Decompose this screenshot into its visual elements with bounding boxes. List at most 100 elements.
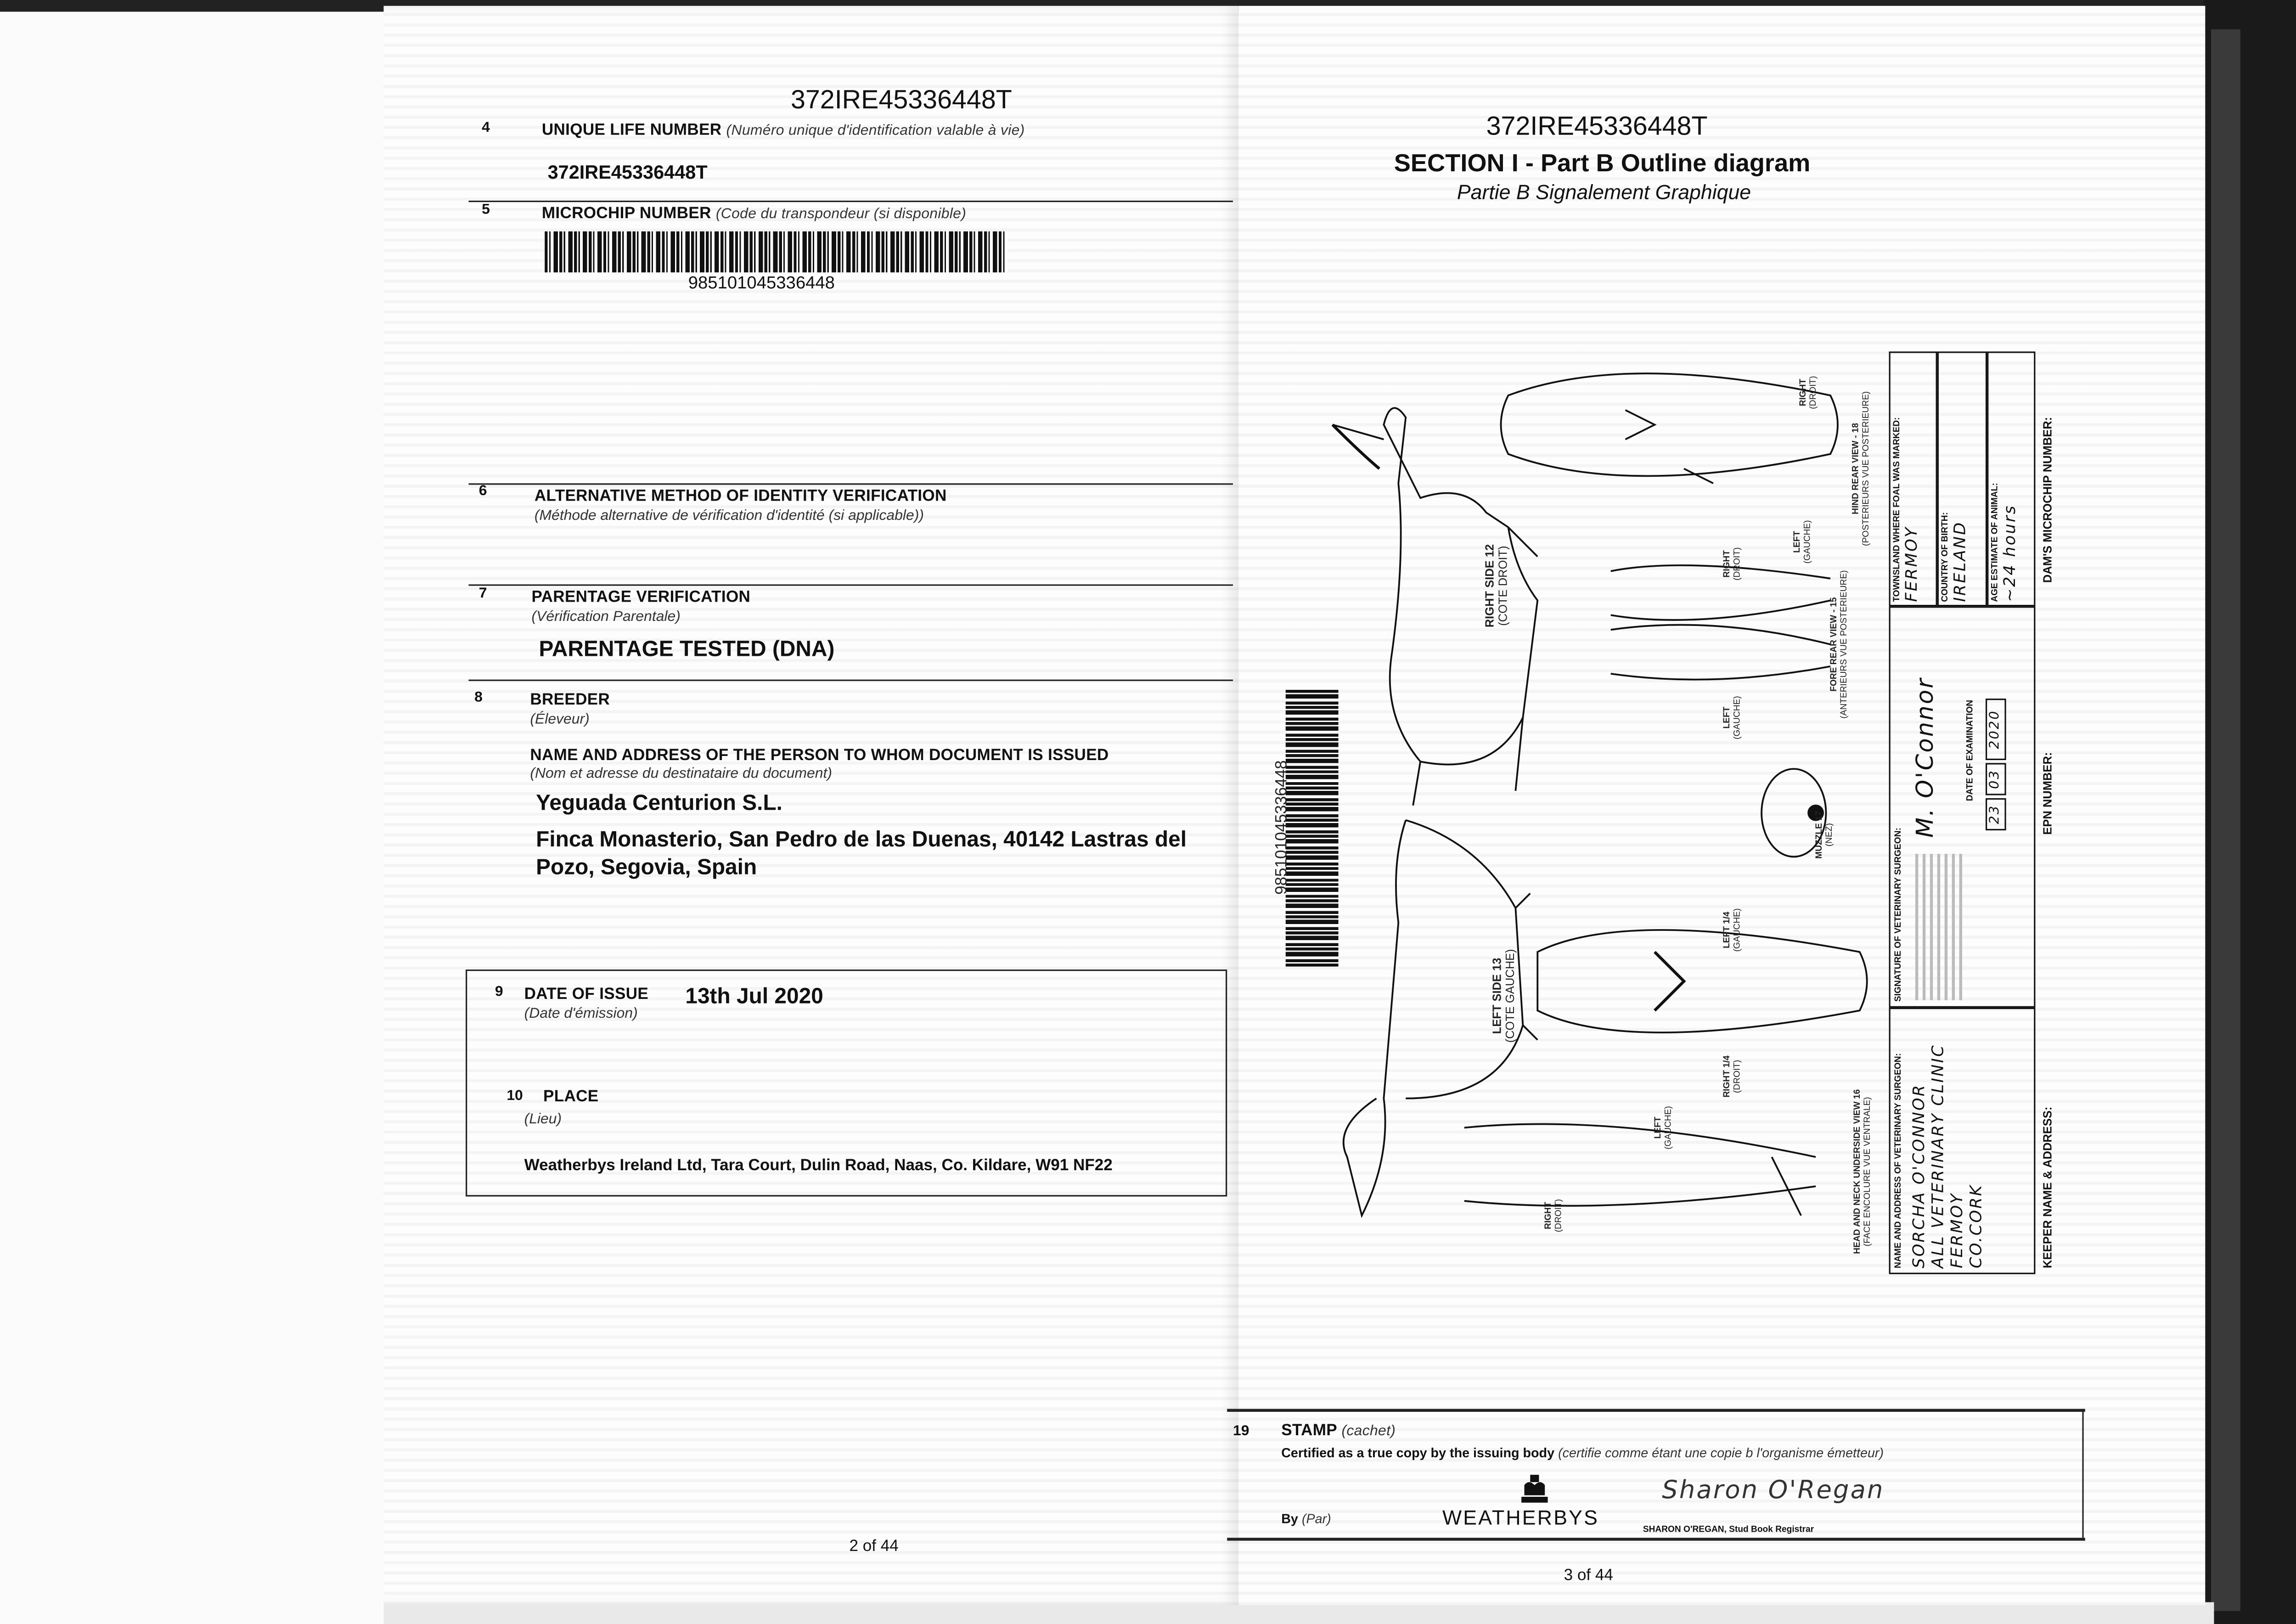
vertical-barcode (1285, 688, 1339, 967)
parentage-label-fr: (Vérification Parentale) (531, 609, 681, 626)
vet-name-line: FERMOY (1947, 1192, 1967, 1269)
label-left-side: LEFT SIDE 13(COTE GAUCHE) (1491, 949, 1517, 1043)
vet-signature-label: SIGNATURE OF VETERINARY SURGEON: (1895, 827, 1904, 1002)
hind-rear-view-outline (1500, 372, 1839, 485)
date-of-issue-label-fr: (Date d'émission) (524, 1006, 638, 1022)
recipient-label-fr: (Nom et adresse du destinataire du docum… (530, 766, 832, 782)
place-label-fr: (Lieu) (524, 1111, 562, 1128)
section-number: 8 (474, 689, 483, 706)
date-of-issue-label: DATE OF ISSUE (524, 986, 649, 1004)
page-header-id: 372IRE45336448T (1486, 111, 1708, 141)
weatherbys-crest-icon (1521, 1475, 1548, 1503)
breeder-label-fr: (Éleveur) (530, 711, 590, 728)
section-subtitle: Partie B Signalement Graphique (1457, 180, 1751, 204)
microchip-number: 985101045336448 (688, 272, 835, 293)
breeder-name: Yeguada Centurion S.L. (536, 790, 782, 816)
unique-life-number-label: UNIQUE LIFE NUMBER (Numéro unique d'iden… (541, 121, 1025, 139)
stamp-label: STAMP (cachet) (1281, 1422, 1396, 1440)
page-header-id: 372IRE45336448T (790, 85, 1012, 114)
label-right-side: RIGHT SIDE 12(COTE DROIT) (1483, 544, 1510, 628)
right-page (1238, 6, 2206, 1605)
section-number: 6 (478, 483, 487, 500)
townsland-cell: TOWNSLAND WHERE FOAL WAS MARKED: FERMOY (1889, 351, 1937, 607)
breeder-address-line2: Pozo, Segovia, Spain (536, 855, 757, 880)
muzzle-outline (1761, 768, 1827, 858)
vet-name-line: ALL VETERINARY CLINIC (1928, 1044, 1948, 1269)
label-fore-rear-view: FORE REAR VIEW - 15(ANTERIEURS VUE POSTE… (1830, 570, 1850, 719)
label-fore-left: LEFT(GAUCHE) (1723, 696, 1743, 739)
date-of-issue-value: 13th Jul 2020 (685, 984, 823, 1009)
date-of-examination: 2303 2020 (1986, 696, 2006, 831)
vet-name-line: SORCHA O'CONNOR (1909, 1083, 1929, 1269)
section-number: 5 (482, 202, 490, 219)
label-hind-left: LEFT(GAUCHE) (1794, 520, 1813, 564)
scan-margin (0, 0, 393, 1624)
issue-box (466, 969, 1227, 1197)
divider (468, 679, 1233, 681)
townsland-label: TOWNSLAND WHERE FOAL WAS MARKED: (1893, 417, 1902, 602)
unique-life-number-value: 372IRE45336448T (547, 161, 708, 183)
vet-name-line: CO.CORK (1966, 1184, 1986, 1269)
breeder-address-line1: Finca Monasterio, San Pedro de las Duena… (536, 827, 1187, 852)
section-number: 4 (482, 120, 490, 136)
age-cell: AGE ESTIMATE OF ANIMAL: ~24 hours (1987, 351, 2036, 607)
label-muzzle: MUZZLE 17(NEZ) (1816, 811, 1835, 859)
section-number: 7 (478, 586, 487, 602)
vertical-barcode-number: 985101045336448 (1273, 760, 1291, 895)
dam-microchip-label: DAM'S MICROCHIP NUMBER: (2041, 417, 2054, 583)
left-side-horse-outline (1342, 819, 1538, 1218)
label-hind-rear-view: HIND REAR VIEW - 18(POSTERIEURS VUE POST… (1852, 391, 1872, 546)
section-title: SECTION I - Part B Outline diagram (1394, 149, 1811, 177)
fore-rear-view-outline (1610, 564, 1831, 681)
vet-signature: M. O'Connor (1911, 677, 1939, 838)
label-fore-right: RIGHT(DROIT) (1723, 547, 1743, 581)
head-underside-outline (1464, 1123, 1816, 1216)
registrar-name: SHARON O'REGAN, Stud Book Registrar (1643, 1526, 1814, 1535)
stamp-bottom-border (1227, 1538, 2085, 1541)
horse-outline-diagram (1331, 372, 1868, 1218)
stamp-top-border (1227, 1409, 2085, 1412)
veterinary-identification-form: NAME AND ADDRESS OF VETERINARY SURGEON: … (1889, 351, 2059, 1274)
divider (468, 483, 1233, 485)
label-head-underside-view: HEAD AND NECK UNDERSIDE VIEW 16(FACE ENC… (1854, 1089, 1873, 1254)
divider (468, 584, 1233, 586)
label-head-left: LEFT(GAUCHE) (1654, 1106, 1674, 1150)
place-value: Weatherbys Ireland Ltd, Tara Court, Duli… (524, 1157, 1113, 1175)
alt-identity-label: ALTERNATIVE METHOD OF IDENTITY VERIFICAT… (534, 487, 947, 506)
date-of-examination-label: DATE OF EXAMINATION (1966, 699, 1975, 801)
microchip-barcode (545, 231, 1007, 273)
keeper-label: KEEPER NAME & ADDRESS: (2041, 1106, 2054, 1269)
date-year: 2020 (1986, 699, 2006, 760)
section-number: 19 (1232, 1423, 1249, 1440)
age-value: ~24 hours (2000, 504, 2020, 602)
epn-label: EPN NUMBER: (2041, 752, 2054, 835)
parentage-label: PARENTAGE VERIFICATION (531, 588, 751, 607)
label-right-quarter: RIGHT 1/4(DROIT) (1723, 1055, 1743, 1098)
date-day: 23 (1986, 798, 2006, 831)
top-view-outline (1536, 929, 1868, 1033)
stamp-right-border (2082, 1409, 2084, 1541)
right-side-horse-outline (1331, 407, 1539, 806)
place-label: PLACE (543, 1088, 599, 1106)
recipient-label: NAME AND ADDRESS OF THE PERSON TO WHOM D… (530, 747, 1109, 765)
book-edge (2211, 29, 2240, 1611)
scan-edge-bottom (383, 1602, 2214, 1624)
registrar-signature: Sharon O'Regan (1662, 1476, 1885, 1506)
vet-name-label: NAME AND ADDRESS OF VETERINARY SURGEON: (1895, 1053, 1904, 1269)
page-number: 3 of 44 (1564, 1567, 1613, 1585)
vet-name-address-cell: NAME AND ADDRESS OF VETERINARY SURGEON: … (1889, 1007, 2036, 1274)
label-head-right: RIGHT(DROIT) (1545, 1199, 1564, 1232)
certified-statement: Certified as a true copy by the issuing … (1281, 1445, 1884, 1460)
alt-identity-label-fr: (Méthode alternative de vérification d'i… (534, 508, 924, 524)
townsland-value: FERMOY (1902, 526, 1921, 602)
divider (468, 200, 1233, 203)
breeder-label: BREEDER (530, 691, 610, 709)
section-number: 10 (506, 1088, 523, 1105)
vet-signature-cell: SIGNATURE OF VETERINARY SURGEON: M. O'Co… (1889, 606, 2036, 1008)
page-number: 2 of 44 (849, 1538, 899, 1556)
country-label: COUNTRY OF BIRTH: (1941, 512, 1951, 602)
country-cell: COUNTRY OF BIRTH: IRELAND (1937, 351, 1987, 607)
date-month: 03 (1986, 763, 2006, 795)
label-hind-right: RIGHT(DROIT) (1800, 376, 1819, 409)
